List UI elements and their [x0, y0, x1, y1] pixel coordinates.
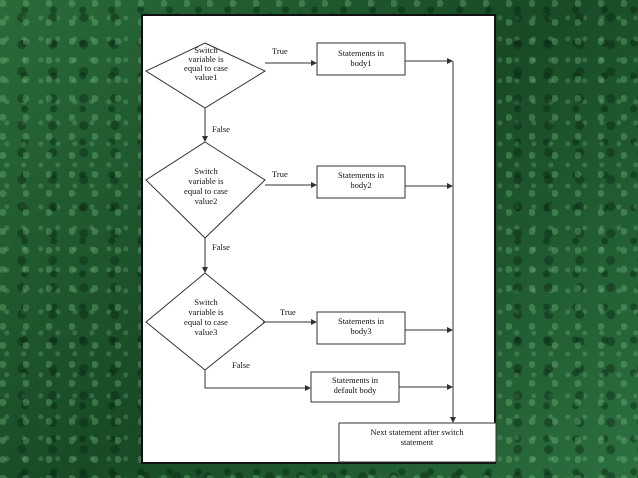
body3-line2: body3	[350, 326, 371, 336]
body3-line1: Statements in	[338, 316, 385, 326]
false-arrowhead-2	[202, 267, 208, 273]
decision2-line1: Switch	[194, 166, 218, 176]
body3-box	[316, 311, 406, 345]
decision3-line4: value3	[195, 327, 218, 337]
body2-line1: Statements in	[338, 170, 385, 180]
edge-label-true-3: True	[280, 307, 296, 317]
decision2-line2: variable is	[188, 176, 223, 186]
true-arrowhead-2	[311, 182, 317, 188]
true-arrowhead-1	[311, 60, 317, 66]
decision3-line3: equal to case	[184, 317, 228, 327]
decision2-line4: value2	[195, 196, 218, 206]
decision1-line1: Switch	[194, 45, 218, 55]
connectors	[202, 58, 456, 423]
body3-out-head	[447, 327, 453, 333]
body2-box	[316, 165, 406, 199]
decision3-line1: Switch	[194, 297, 218, 307]
edge-label-true-2: True	[272, 169, 288, 179]
body1-out-head	[447, 58, 453, 64]
edge-label-false-2: False	[212, 242, 230, 252]
body1-line1: Statements in	[338, 48, 385, 58]
next-statement-line1: Next statement after switch	[370, 427, 464, 437]
body1-box	[316, 42, 406, 76]
edge-label-true-1: True	[272, 46, 288, 56]
edge-label-false-3: False	[232, 360, 250, 370]
default-body-line2: default body	[334, 385, 377, 395]
next-statement-line2: statement	[401, 437, 434, 447]
default-body-box	[310, 371, 400, 403]
body2-line2: body2	[350, 180, 371, 190]
decision2-line3: equal to case	[184, 186, 228, 196]
false-arrowhead-3	[305, 385, 311, 391]
false-arrow-3	[204, 370, 308, 389]
edge-label-false-1: False	[212, 124, 230, 134]
decision1-line2: variable is	[188, 54, 223, 64]
default-body-out-head	[447, 384, 453, 390]
collector-arrowhead	[450, 417, 456, 423]
next-statement-box	[338, 422, 497, 463]
default-body-line1: Statements in	[332, 375, 379, 385]
decision1-line3: equal to case	[184, 63, 228, 73]
body2-out-head	[447, 183, 453, 189]
false-arrowhead-1	[202, 136, 208, 142]
decision3-line2: variable is	[188, 307, 223, 317]
decision1-line4: value1	[195, 72, 218, 82]
true-arrowhead-3	[311, 319, 317, 325]
body1-line2: body1	[350, 58, 371, 68]
